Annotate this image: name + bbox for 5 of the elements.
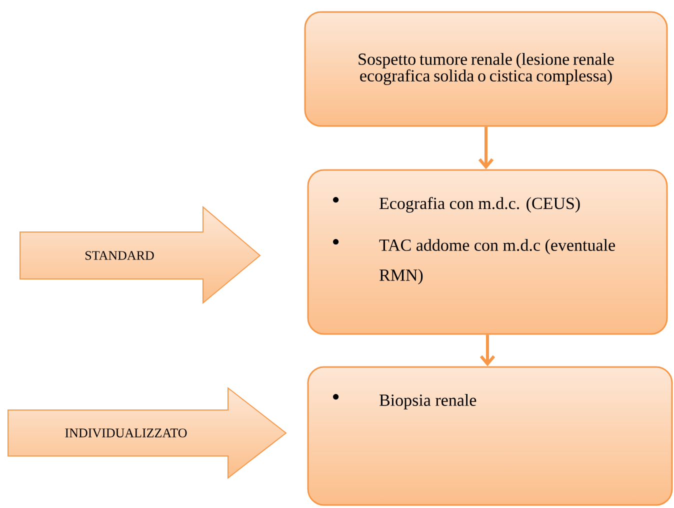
arrow <box>480 334 496 366</box>
process-box: Ecografia con m.d.c. (CEUS) TAC addome con m.d.c (eventuale RMN) <box>307 169 668 335</box>
process-box: Biopsia renale <box>307 366 673 506</box>
process-box: Sospetto tumore renale (lesione renale ecografica solida o cistica complessa) <box>304 11 668 127</box>
arrow <box>478 126 494 170</box>
